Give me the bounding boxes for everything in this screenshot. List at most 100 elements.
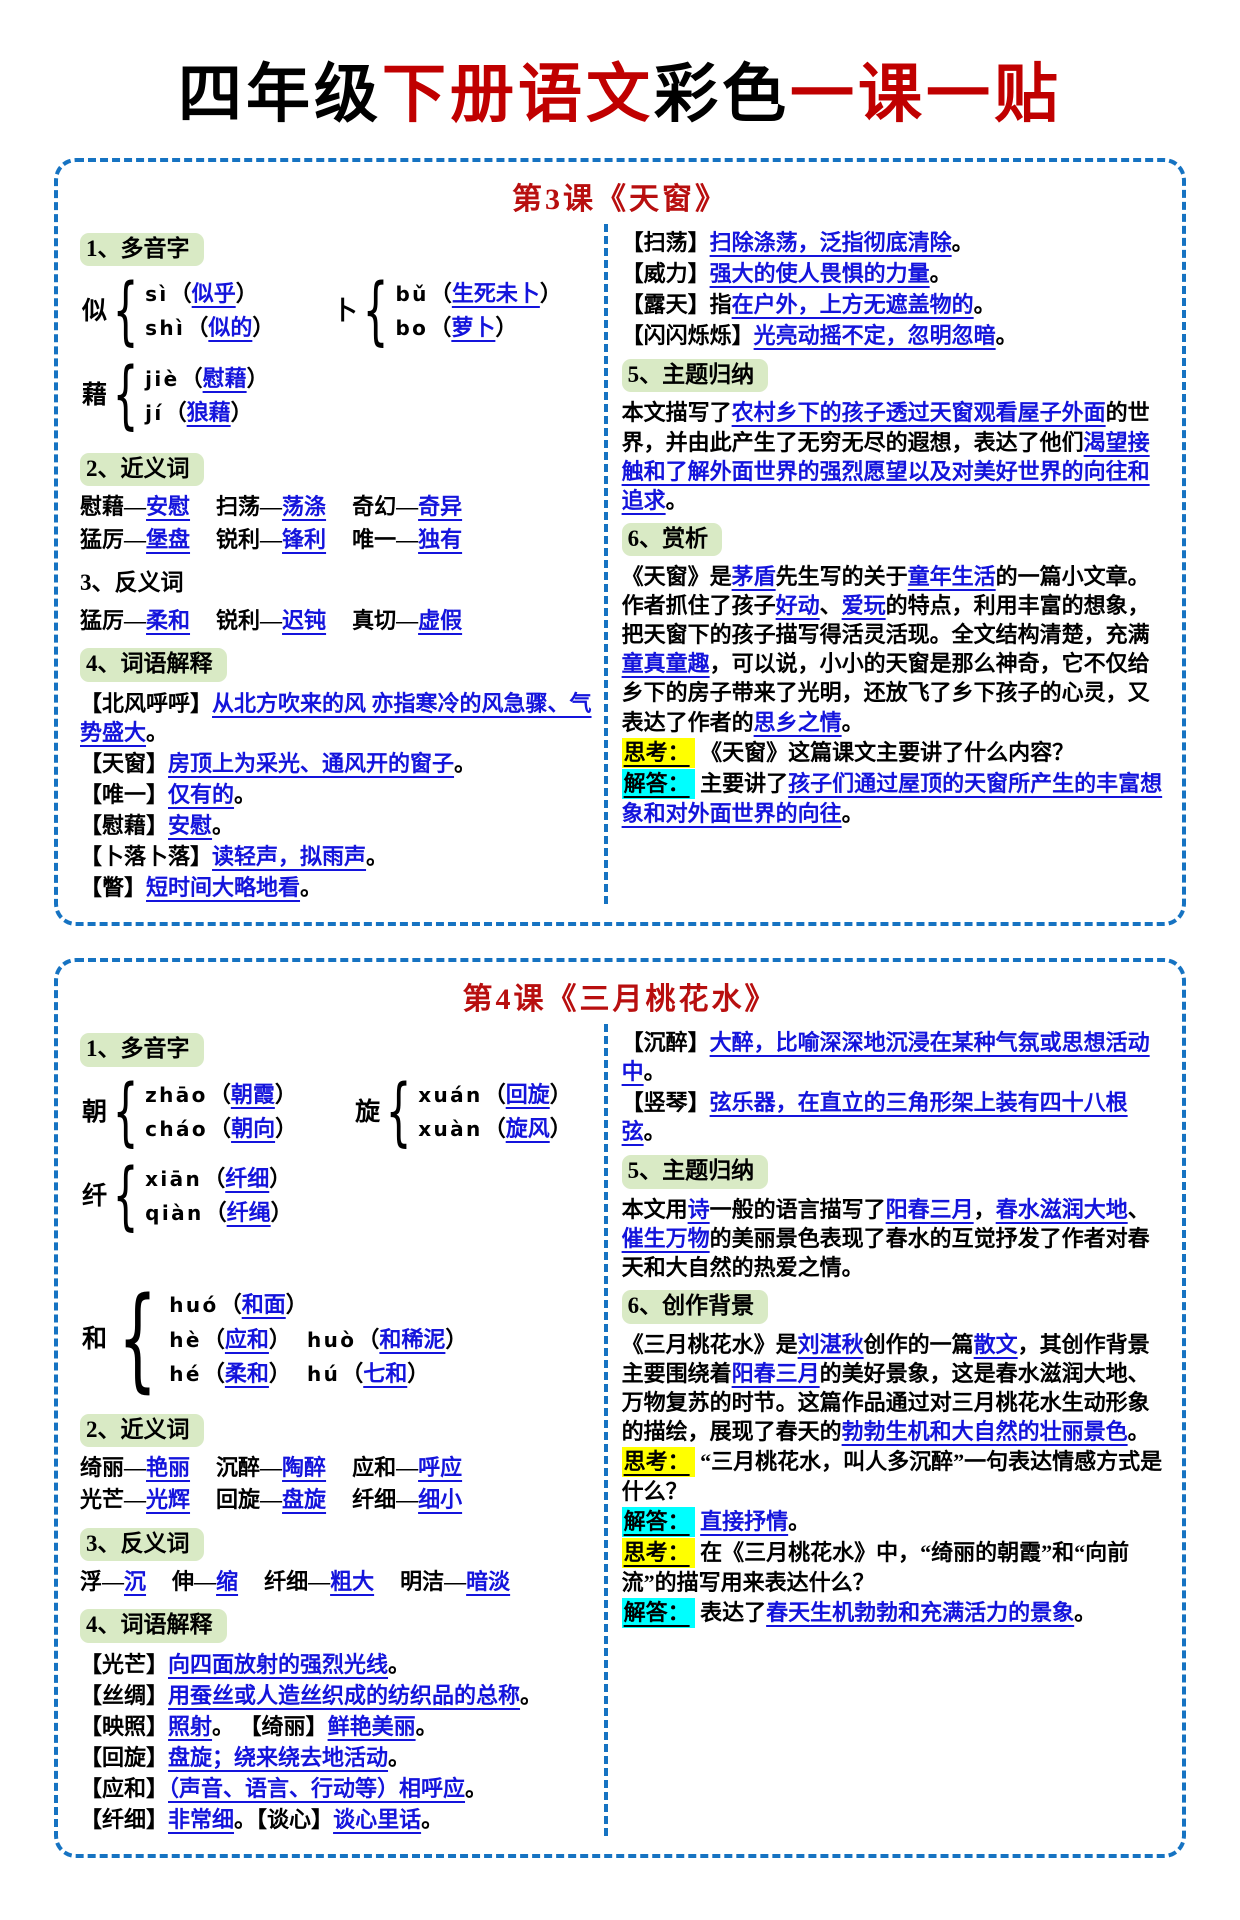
text-segment: 扫除涤荡，泛指彻底清除 xyxy=(709,229,952,255)
text-segment: 勃勃生机和大自然的壮丽景色 xyxy=(841,1419,1128,1445)
answer-line: 解答： 主要讲了孩子们通过屋顶的天窗所产生的丰富想象和对外面世界的向往。 xyxy=(621,768,1166,828)
section-label-polyphonic: 1、多音字 xyxy=(80,1033,204,1068)
text-segment: 。 xyxy=(995,322,1018,348)
text-segment: 锋利 xyxy=(282,526,327,552)
text-segment: 纤细— xyxy=(264,1569,331,1595)
polyphonic-row-1: 朝{zhāo（朝霞）cháo（朝向）旋{xuán（回旋）xuàn（旋风） xyxy=(82,1068,594,1155)
text-segment: ） xyxy=(268,1326,291,1352)
lesson4-card-title: 第4课《三月桃花水》 xyxy=(462,983,778,1017)
text-segment: 。 xyxy=(421,1807,444,1833)
text-segment: 春水滋润大地 xyxy=(995,1197,1128,1223)
text-segment: ） xyxy=(549,1082,572,1108)
word-pair: 沉醉—陶醉 xyxy=(216,1453,326,1482)
text-segment: 《天窗》是 xyxy=(621,564,732,590)
word-pair: 绮丽—艳丽 xyxy=(80,1453,190,1482)
text-segment: 四年级 xyxy=(178,59,382,130)
pinyin-text: cháo xyxy=(145,1117,209,1142)
definition-line: 【回旋】盘旋；绕来绕去地活动。 xyxy=(80,1743,594,1772)
polyphonic-row: bǔ（生死未卜） xyxy=(395,277,561,311)
section-label-synonyms: 2、近义词 xyxy=(80,452,204,487)
text-segment: 伸— xyxy=(172,1569,217,1595)
text-segment: 短时间大略地看 xyxy=(146,875,301,901)
text-segment: 浮— xyxy=(80,1569,125,1595)
lesson4-left-column: 1、多音字 朝{zhāo（朝霞）cháo（朝向）旋{xuán（回旋）xuàn（旋… xyxy=(74,1024,604,1836)
polyphonic-group: 藉{jiè（慰藉）jí（狼藉） xyxy=(82,359,269,433)
text-segment: 【闪闪烁烁】 xyxy=(621,322,754,348)
pinyin-text: qiàn xyxy=(145,1201,204,1226)
text-segment: 。 xyxy=(788,1509,811,1535)
definition-list: 【光芒】向四面放射的强烈光线。【丝绸】用蚕丝或人造丝织成的纺织品的总称。【映照】… xyxy=(80,1650,594,1834)
pinyin-entry: jiè（慰藉） xyxy=(145,366,269,391)
text-segment: 渴望接触和了解外面世界的强烈愿望以及对美好世界的向往和追求 xyxy=(621,429,1150,513)
word-pair: 锐利—迟钝 xyxy=(216,606,326,635)
text-segment: 阳春三月 xyxy=(885,1197,974,1223)
text-segment: 、 xyxy=(819,593,842,619)
text-segment: 本文描写了 xyxy=(621,400,732,426)
text-segment: 沉醉— xyxy=(216,1455,283,1481)
polyphonic-character: 纤 xyxy=(82,1182,108,1210)
text-segment: 从北方吹来的风 亦指寒冷的风急骤、气势盛大 xyxy=(80,691,592,746)
brace-glyph: { xyxy=(385,1068,412,1155)
text-segment: 【丝绸】 xyxy=(80,1683,169,1709)
definition-line: 【慰藉】安慰。 xyxy=(80,811,594,840)
text-segment: ） xyxy=(445,1326,468,1352)
pinyin-entry: bǔ（生死未卜） xyxy=(395,281,561,306)
word-pair: 浮—沉 xyxy=(80,1567,146,1596)
text-segment: （ xyxy=(483,1082,506,1108)
text-segment: （ xyxy=(429,315,452,341)
text-segment: 【沉醉】 xyxy=(621,1030,710,1056)
polyphonic-rows: xuán（回旋）xuàn（旋风） xyxy=(418,1078,572,1146)
text-segment: （ xyxy=(209,1116,232,1142)
think-line: 思考： 《天窗》这篇课文主要讲了什么内容？ xyxy=(621,737,1166,768)
text-segment: 【应和】 xyxy=(80,1776,169,1802)
word-pair: 猛厉—柔和 xyxy=(80,606,190,635)
background-paragraph: 《三月桃花水》是刘湛秋创作的一篇散文，其创作背景主要围绕着阳春三月的美好景象，这… xyxy=(622,1330,1166,1446)
word-pair: 纤细—细小 xyxy=(352,1485,462,1514)
definition-line: 【丝绸】用蚕丝或人造丝织成的纺织品的总称。 xyxy=(80,1681,594,1710)
text-segment: 锐利— xyxy=(216,608,283,634)
text-segment: 的美丽景色表现了春水的互觉抒发了作者对春天和大自然的热爱之情。 xyxy=(621,1226,1150,1281)
text-segment: 的美好景象，这是春水滋润大地、万物复苏的时节。这篇作品通过对三月桃花水生动形象的… xyxy=(621,1361,1150,1445)
text-segment: 强大的使人畏惧的力量 xyxy=(709,260,930,286)
text-segment: 好动 xyxy=(775,593,820,619)
text-segment: 慰藉 xyxy=(202,365,247,391)
text-segment: ） xyxy=(275,1116,298,1142)
text-segment: 本文用 xyxy=(621,1197,688,1223)
text-segment: （ xyxy=(357,1326,380,1352)
text-segment: 沉 xyxy=(124,1569,147,1595)
text-segment: 。 xyxy=(454,751,477,777)
definition-line: 【威力】强大的使人畏惧的力量。 xyxy=(622,259,1166,288)
word-pair: 锐利—锋利 xyxy=(216,525,326,554)
lesson4-columns: 1、多音字 朝{zhāo（朝霞）cháo（朝向）旋{xuán（回旋）xuàn（旋… xyxy=(74,1024,1166,1837)
text-segment: 一般的语言描写了 xyxy=(709,1197,886,1223)
text-segment: 创作的一篇 xyxy=(863,1332,974,1357)
text-segment: ） xyxy=(274,1082,297,1108)
polyphonic-row: sì（似乎） xyxy=(145,277,274,311)
text-segment: 回旋 xyxy=(505,1082,550,1108)
text-segment: ，可以说，小小的天窗是那么神奇，它不仅给乡下的房子带来了光明，还放飞了乡下孩子的… xyxy=(621,651,1150,735)
section-label-theme: 5、主题归纳 xyxy=(621,1155,769,1190)
text-segment: （声音、语言、行动等）相呼应 xyxy=(168,1776,466,1802)
text-segment: 粗大 xyxy=(330,1569,375,1595)
text-segment: ） xyxy=(495,315,518,341)
text-segment: ，其创作背景主要围绕着 xyxy=(621,1332,1150,1387)
think-line-2: 思考： 在《三月桃花水》中，“绮丽的朝霞”和“向前流”的描写用来表达什么？ xyxy=(621,1538,1166,1597)
pinyin-text: zhāo xyxy=(145,1083,208,1108)
text-segment: 应和 xyxy=(224,1326,269,1352)
brace-glyph: { xyxy=(118,1274,158,1405)
text-segment: 房顶上为采光、通风开的窗子 xyxy=(168,751,455,777)
text-segment: 非常细 xyxy=(168,1807,235,1833)
text-segment: 表达了 xyxy=(700,1600,767,1626)
polyphonic-group: 旋{xuán（回旋）xuàn（旋风） xyxy=(355,1068,572,1155)
pinyin-text: xiān xyxy=(145,1167,203,1192)
text-segment: ） xyxy=(539,281,562,307)
text-segment: 虚假 xyxy=(418,608,463,634)
text-segment: 。 xyxy=(951,229,974,255)
polyphonic-row: hè（应和）huò（和稀泥） xyxy=(169,1323,467,1357)
text-segment: ） xyxy=(269,1166,292,1192)
pinyin-entry: cháo（朝向） xyxy=(145,1116,297,1141)
think-question: 在《三月桃花水》中，“绮丽的朝霞”和“向前流”的描写用来表达什么？ xyxy=(622,1540,1130,1595)
text-segment: 【扫荡】 xyxy=(621,229,710,255)
polyphonic-character: 朝 xyxy=(82,1098,108,1126)
polyphonic-row: xuàn（旋风） xyxy=(418,1112,572,1146)
